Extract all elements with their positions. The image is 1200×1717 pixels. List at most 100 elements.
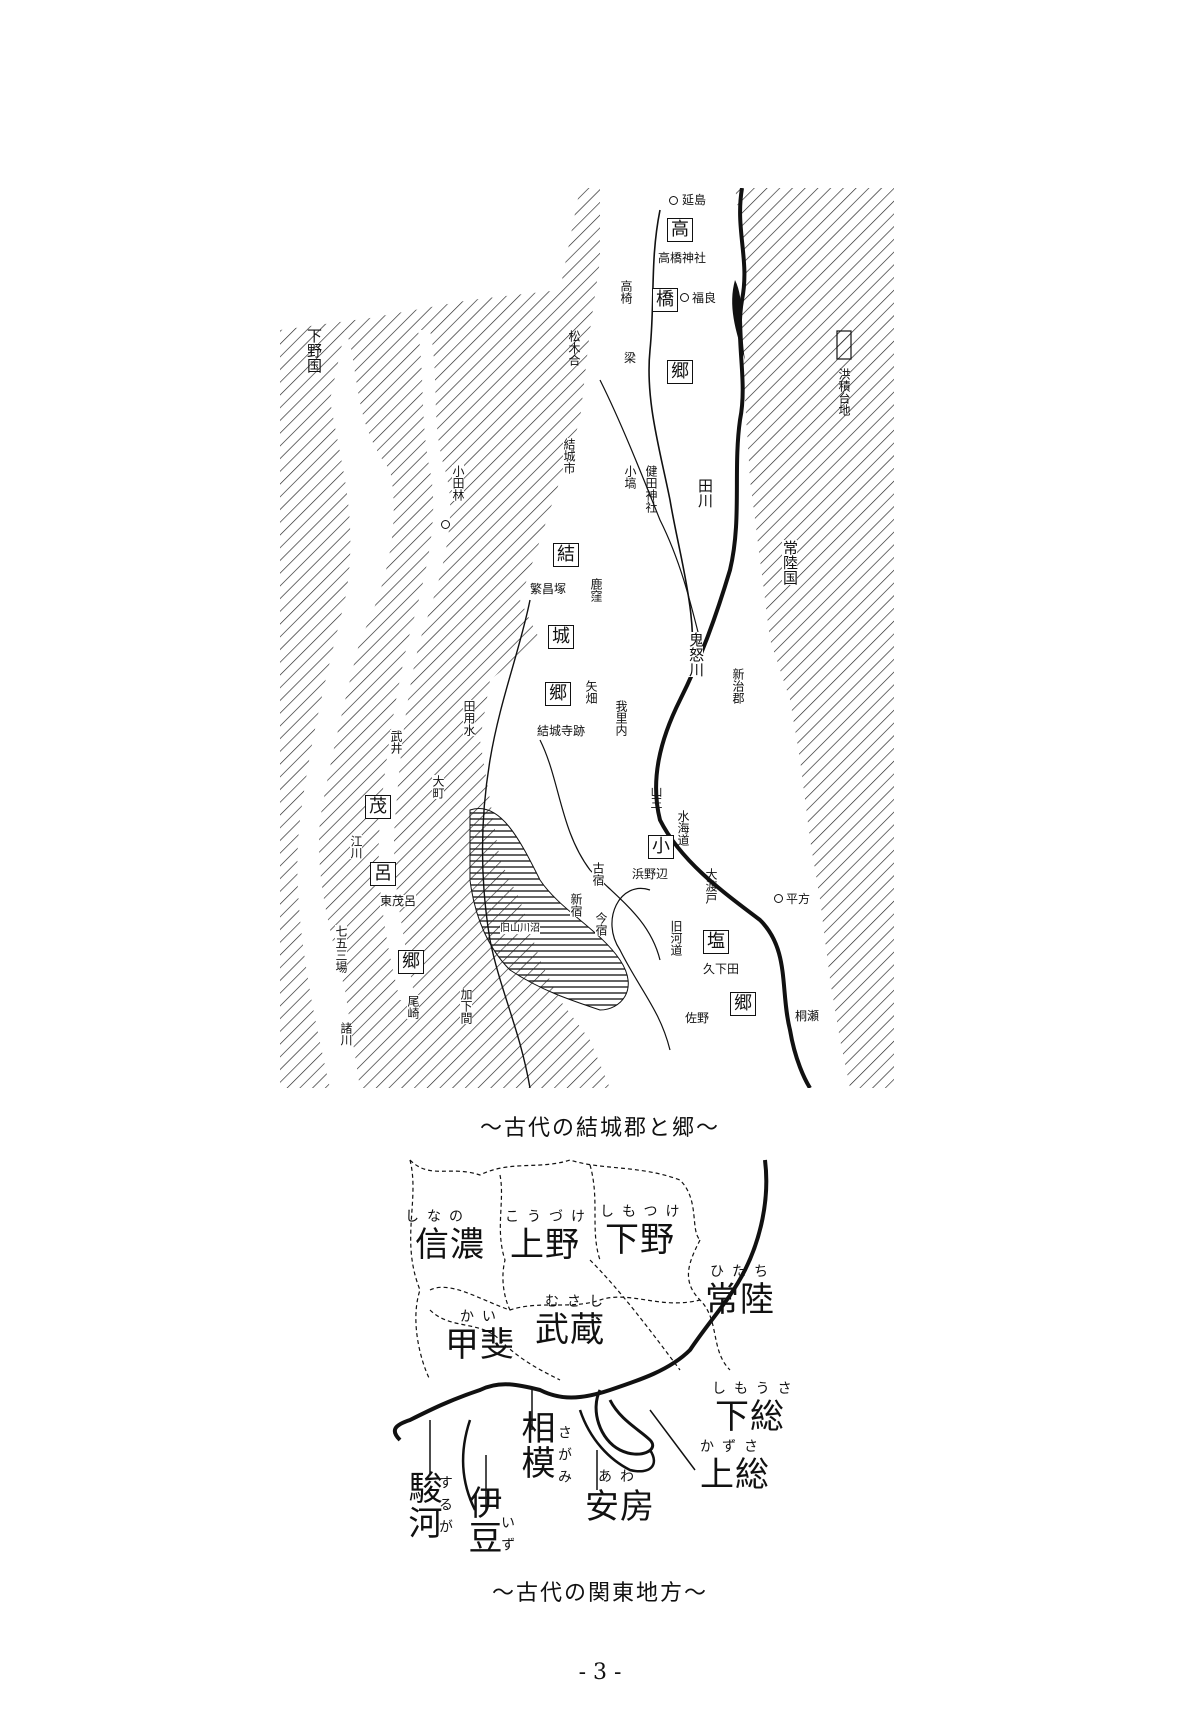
ruby-izu: いず xyxy=(499,1515,515,1559)
bay-coast xyxy=(594,1389,654,1456)
province-shinano: 信濃 xyxy=(415,1225,485,1265)
place-hamanobe: 浜野辺 xyxy=(632,867,669,881)
place-hanamitsuka: 繁昌塚 xyxy=(530,582,567,596)
ruby-sagami: さがみ xyxy=(556,1425,572,1491)
river-egawa: 江川 xyxy=(349,835,363,859)
ruby-shinano: しなの xyxy=(405,1209,471,1225)
place-owatari: 大渡戸 xyxy=(704,868,718,904)
place-gariuchi: 我里内 xyxy=(614,700,628,736)
old-swamp xyxy=(469,808,629,1011)
place-sano: 佐野 xyxy=(685,1011,710,1025)
lowland-west-1 xyxy=(297,330,394,1088)
ruby-musashi: むさし xyxy=(545,1294,611,1310)
coastline xyxy=(392,1159,769,1442)
place-matsukidai: 松木合 xyxy=(567,330,581,366)
gou-takahashi-1: 高 xyxy=(667,218,693,242)
map2-caption: 〜古代の関東地方〜 xyxy=(491,1581,708,1606)
peninsula-coast xyxy=(461,1419,477,1511)
kanto-map xyxy=(392,1159,769,1511)
map1-caption: 〜古代の結城郡と郷〜 xyxy=(479,1116,720,1141)
province-label-shimotsuke: 下野国 xyxy=(305,328,323,373)
ruby-shimotsuke: しもつけ xyxy=(600,1204,688,1220)
place-takahashi-jinja: 高橋神社 xyxy=(658,251,707,265)
province-kazusa: 上総 xyxy=(700,1455,770,1495)
place-kobashi: 小塙 xyxy=(623,465,637,489)
place-shichigosan: 七五三場 xyxy=(334,925,348,973)
place-kanuma: 鹿窪 xyxy=(589,578,603,602)
place-ozaki: 尾崎 xyxy=(406,995,420,1019)
province-sagami: 相模 xyxy=(515,1410,555,1480)
place-shinjuku: 新宿 xyxy=(569,893,583,917)
province-shimousa: 下総 xyxy=(715,1397,785,1437)
ruby-suruga: するが xyxy=(437,1475,453,1541)
stream-2 xyxy=(539,739,661,961)
river-tagawa: 田川 xyxy=(696,478,714,508)
place-fukura: 福良 xyxy=(692,291,717,305)
lowland-west-2 xyxy=(378,330,451,1000)
ruby-kazusa: かずさ xyxy=(700,1439,766,1455)
gou-oshio-2: 塩 xyxy=(703,930,729,954)
legend-label: 洪積台地 xyxy=(837,368,851,416)
place-morokawa: 諸川 xyxy=(339,1022,353,1046)
place-takahashi: 高椅 xyxy=(619,280,633,304)
province-label-hitachi: 常陸国 xyxy=(781,540,799,585)
province-musashi: 武蔵 xyxy=(535,1310,605,1350)
district-niihari: 新治郡 xyxy=(731,668,745,704)
province-izu: 伊豆 xyxy=(462,1485,502,1555)
gou-oshio-1: 小 xyxy=(648,835,674,859)
gou-takahashi-3: 郷 xyxy=(667,360,693,384)
place-kagema: 加下間 xyxy=(459,988,473,1024)
place-oda-bayashi: 小田林 xyxy=(451,465,465,501)
gou-yuki-1: 結 xyxy=(553,543,579,567)
page-number: - 3 - xyxy=(578,1660,622,1685)
ruby-hitachi: ひたち xyxy=(710,1264,776,1280)
stream-1 xyxy=(599,379,701,641)
place-nobeshima: 延島 xyxy=(682,193,707,207)
old-channel xyxy=(611,887,671,1051)
river-kinugawa: 鬼怒川 xyxy=(687,632,705,677)
place-furujuku: 古宿 xyxy=(591,862,605,886)
place-dot xyxy=(774,894,783,903)
plateau-east xyxy=(735,188,894,1088)
place-shibahata: 矢畑 xyxy=(584,680,598,704)
place-dot xyxy=(441,520,450,529)
place-kugeda: 久下田 xyxy=(703,962,740,976)
gou-yuki-2: 城 xyxy=(548,625,574,649)
province-kai: 甲斐 xyxy=(445,1325,515,1365)
ruby-shimousa: しもうさ xyxy=(712,1381,800,1397)
province-hitachi: 常陸 xyxy=(705,1280,775,1320)
place-omachi: 大町 xyxy=(431,775,445,799)
lowland-main xyxy=(480,188,850,1088)
place-sanno: 山王 xyxy=(649,785,663,809)
place-kenda-jinja: 健田神社 xyxy=(644,465,658,513)
irrigation-channel xyxy=(481,599,531,1088)
province-kozuke: 上野 xyxy=(510,1225,580,1265)
place-higashimoro: 東茂呂 xyxy=(380,894,417,908)
irrigation-label: 田用水 xyxy=(462,700,476,736)
gou-moe-2: 呂 xyxy=(370,862,396,886)
yuki-district-map xyxy=(280,188,894,1088)
place-yana: 梁 xyxy=(624,351,637,365)
legend-swatch xyxy=(836,330,852,360)
place-dot xyxy=(680,293,689,302)
ruby-kai: かい xyxy=(460,1309,504,1325)
gou-moe-3: 郷 xyxy=(398,950,424,974)
place-takei: 武井 xyxy=(389,730,403,754)
gou-oshio-3: 郷 xyxy=(730,992,756,1016)
gou-yuki-3: 郷 xyxy=(545,682,571,706)
province-shimotsuke: 下野 xyxy=(605,1220,675,1260)
kinugawa-oxbow xyxy=(732,280,745,360)
province-suruga: 駿河 xyxy=(402,1470,442,1540)
old-river-channel: 旧河道 xyxy=(669,920,683,956)
old-swamp-label: 旧山川沼 xyxy=(500,923,540,934)
place-mizumido: 水海道 xyxy=(676,810,690,846)
gou-moe-1: 茂 xyxy=(365,795,391,819)
province-awa: 安房 xyxy=(585,1487,655,1527)
place-heikata: 平方 xyxy=(786,892,811,906)
place-imajuku: 今宿 xyxy=(594,912,608,936)
ruby-awa: あわ xyxy=(598,1469,642,1485)
place-dot xyxy=(669,196,678,205)
gou-takahashi-2: 橋 xyxy=(652,288,678,312)
place-kirise: 桐瀬 xyxy=(795,1009,820,1023)
